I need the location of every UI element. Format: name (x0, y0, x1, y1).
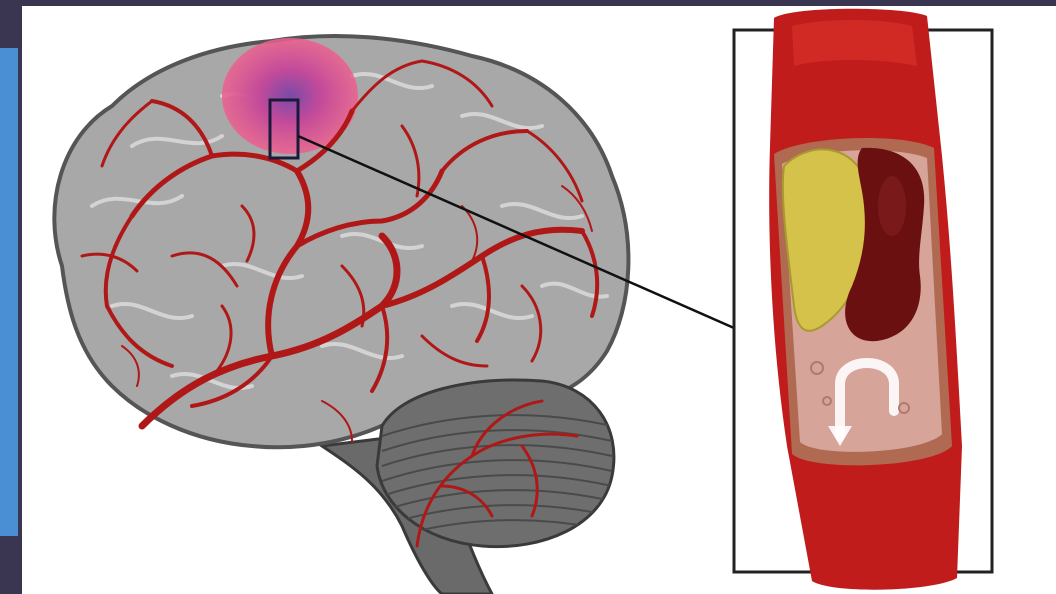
stroke-illustration (22, 6, 1056, 594)
slide-left-accent (0, 48, 18, 536)
brain-illustration (54, 36, 628, 594)
artery-inset (734, 9, 992, 590)
illustration-canvas (22, 6, 1056, 594)
cerebellum (377, 380, 614, 547)
clot-highlight (878, 176, 906, 236)
vessel-highlight (792, 20, 917, 66)
